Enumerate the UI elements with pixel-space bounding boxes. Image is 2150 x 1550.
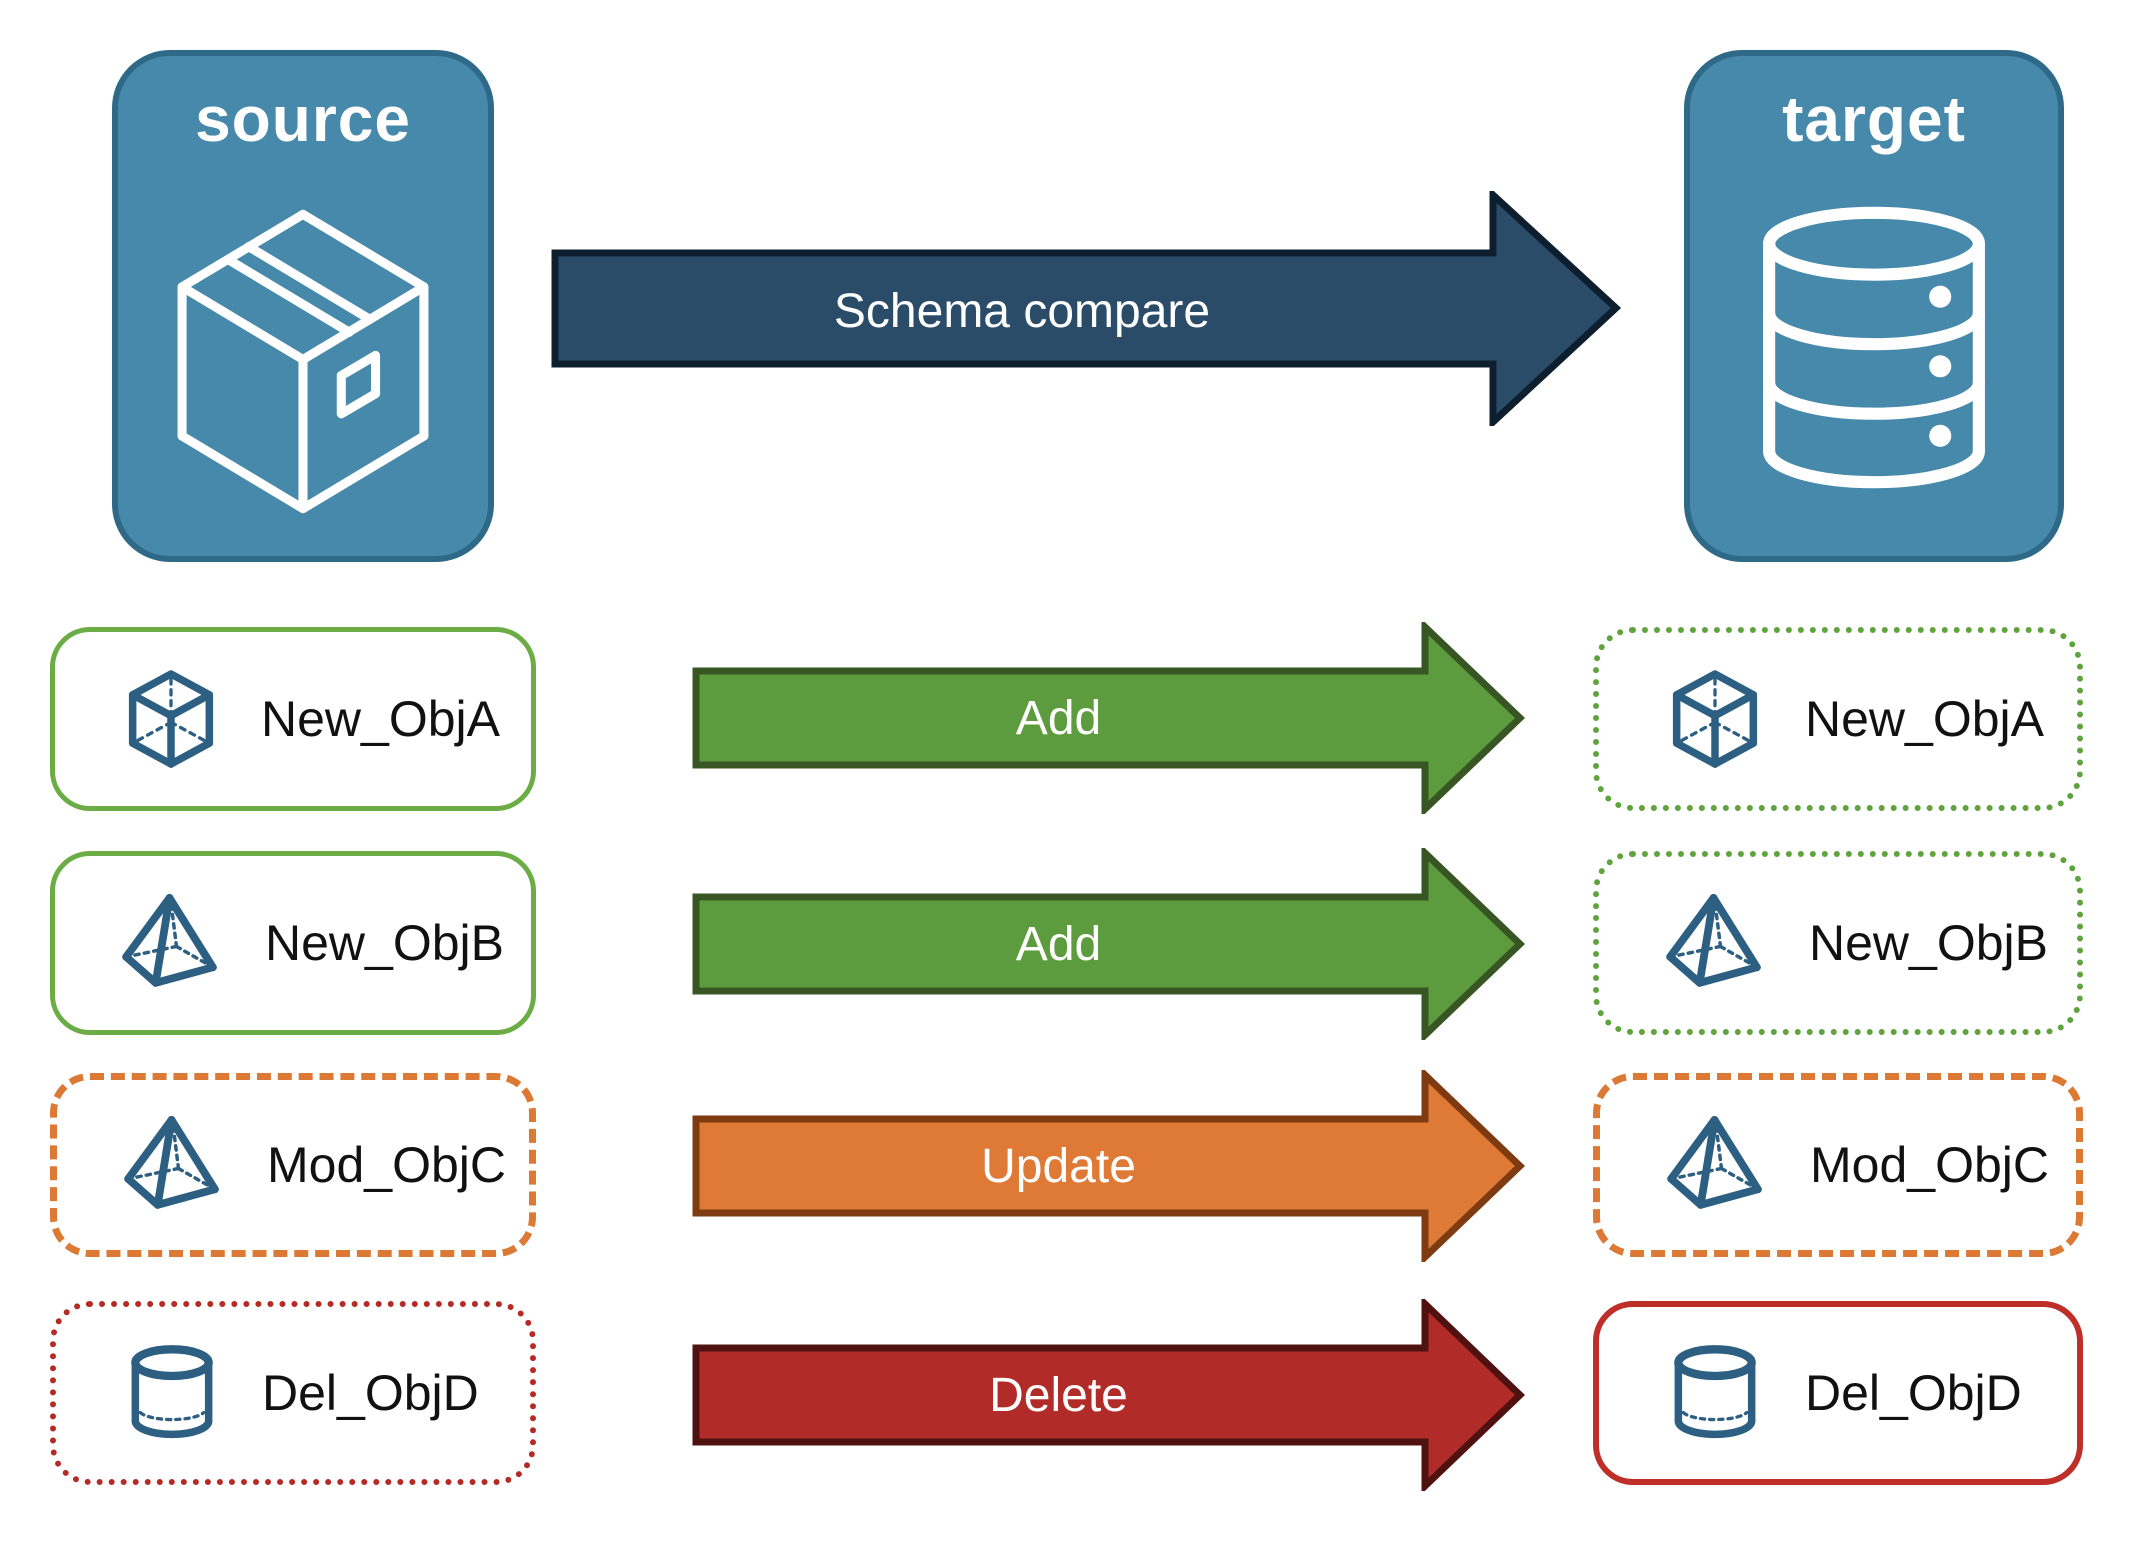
add-arrow-shape [692,622,1525,814]
delete-arrow-shape [692,1299,1525,1491]
target-object-box-mod-objc: Mod_ObjC [1593,1073,2083,1257]
pyramid-icon [1665,891,1769,995]
cylinder-icon [1665,1341,1765,1446]
cube-icon [121,667,221,771]
object-name: Del_ObjD [1805,1365,2022,1421]
target-object-box-del-objd: Del_ObjD [1593,1301,2083,1485]
source-panel: source [112,50,494,562]
source-object-box-new-obja: New_ObjA [50,627,536,811]
object-name: New_ObjA [1805,691,2044,747]
target-object-box-new-objb: New_ObjB [1593,851,2083,1035]
target-panel-title: target [1782,83,1966,155]
source-object-box-new-objb: New_ObjB [50,851,536,1035]
delete-arrow [692,1299,1525,1491]
source-panel-title: source [195,83,411,155]
object-name: New_ObjA [261,691,500,747]
object-name: Del_ObjD [262,1365,479,1421]
object-name: New_ObjB [265,915,504,971]
database-icon [1758,204,1990,491]
pyramid-icon [1666,1113,1770,1217]
add-arrow [692,622,1525,814]
cube-icon [1665,667,1765,771]
target-panel: target [1684,50,2064,562]
add-arrow [692,848,1525,1040]
object-name: Mod_ObjC [267,1137,506,1193]
pyramid-icon [121,891,225,995]
source-object-box-mod-objc: Mod_ObjC [50,1073,536,1257]
object-name: Mod_ObjC [1810,1137,2049,1193]
add-arrow-shape [692,848,1525,1040]
object-name: New_ObjB [1809,915,2048,971]
pyramid-icon [123,1113,227,1217]
schema-compare-arrow [551,191,1621,426]
cylinder-icon [122,1341,222,1446]
update-arrow [692,1070,1525,1262]
source-object-box-del-objd: Del_ObjD [50,1301,536,1485]
update-arrow-shape [692,1070,1525,1262]
target-object-box-new-obja: New_ObjA [1593,627,2083,811]
package-icon [172,208,434,523]
schema-compare-arrow-shape [551,191,1621,426]
